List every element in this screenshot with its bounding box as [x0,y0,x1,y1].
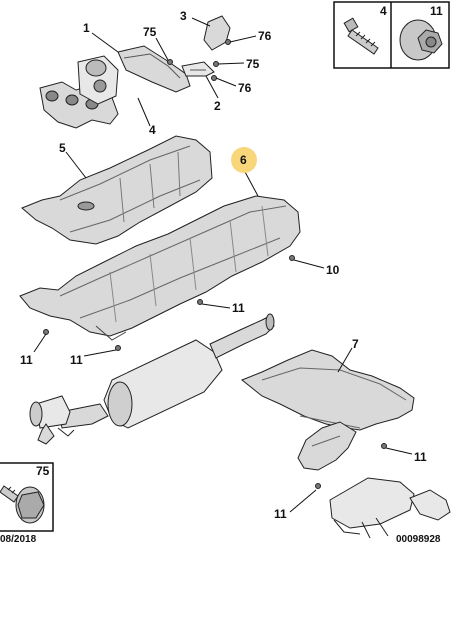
upper-heat-shield [21,135,213,245]
legend-label-bolt: 75 [36,464,50,478]
callout-11-b[interactable]: 11 [20,353,33,367]
callout-75-top[interactable]: 75 [143,25,157,39]
turbo-heat-shield [117,45,191,93]
catalytic-converter [29,313,275,445]
fastener-10 [289,255,295,261]
exhaust-manifold-turbo [39,55,119,129]
callout-11-d[interactable]: 11 [414,450,427,464]
callout-1[interactable]: 1 [83,21,90,35]
fastener-75-a [167,59,173,65]
callout-11-a[interactable]: 11 [232,301,245,315]
flange-nut-icon [399,19,443,61]
callout-10[interactable]: 10 [326,263,340,277]
fastener-75-b [213,61,219,67]
legend-label-stud: 4 [380,4,387,18]
main-heat-shield [19,195,301,341]
legend-box-bottom: 75 [0,462,54,532]
bracket-2 [181,61,215,77]
callout-76-mid[interactable]: 76 [238,81,252,95]
callout-11-c[interactable]: 11 [70,353,83,367]
fastener-76-a [225,39,231,45]
fastener-11-c [115,345,121,351]
footer-reference: 00098928 [396,534,441,545]
legend-label-nut: 11 [430,4,443,18]
callout-labels: 1 75 3 76 75 76 2 4 5 6 10 11 11 11 7 11… [20,9,427,521]
callout-3[interactable]: 3 [180,9,187,23]
callout-76-top[interactable]: 76 [258,29,272,43]
callout-6[interactable]: 6 [240,153,247,167]
stud-icon [343,17,379,55]
flange-bolt-icon [0,485,45,524]
rear-silencer [329,477,451,539]
fastener-11-b [43,329,49,335]
fastener-11-e [315,483,321,489]
highlight-marker [231,147,257,173]
callout-7[interactable]: 7 [352,337,359,351]
underbody-heat-shield [241,349,415,471]
fastener-76-b [211,75,217,81]
legend-box-top: 4 11 [333,1,450,69]
callout-11-e[interactable]: 11 [274,507,287,521]
fastener-11-a [197,299,203,305]
callout-4[interactable]: 4 [149,123,156,137]
bracket-3 [203,15,231,51]
fastener-11-d [381,443,387,449]
callout-75-mid[interactable]: 75 [246,57,260,71]
footer-date: 08/2018 [0,534,37,545]
callout-5[interactable]: 5 [59,141,66,155]
callout-2[interactable]: 2 [214,99,221,113]
leader-lines [33,17,413,513]
